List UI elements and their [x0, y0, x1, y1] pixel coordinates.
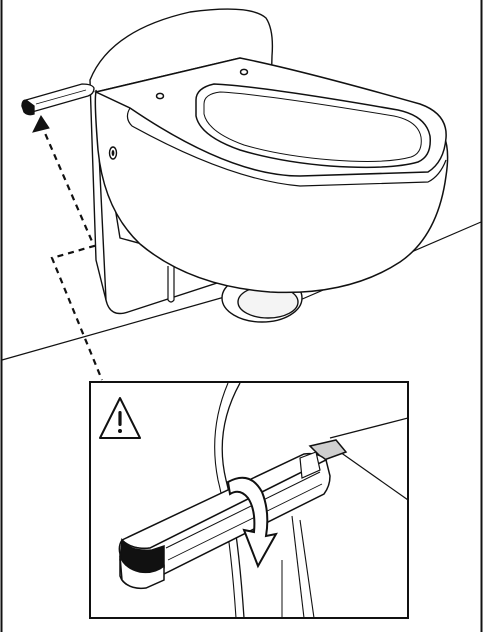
- toilet-bowl: [93, 57, 449, 294]
- arrow-head: [32, 115, 50, 133]
- warning-triangle-icon: [99, 397, 141, 439]
- release-handle: [21, 83, 95, 116]
- rotate-arrow-icon: [226, 476, 278, 569]
- release-handle-detail: [118, 439, 348, 590]
- detail-inset: [89, 381, 409, 619]
- dashed-guide-arrow: [39, 123, 104, 381]
